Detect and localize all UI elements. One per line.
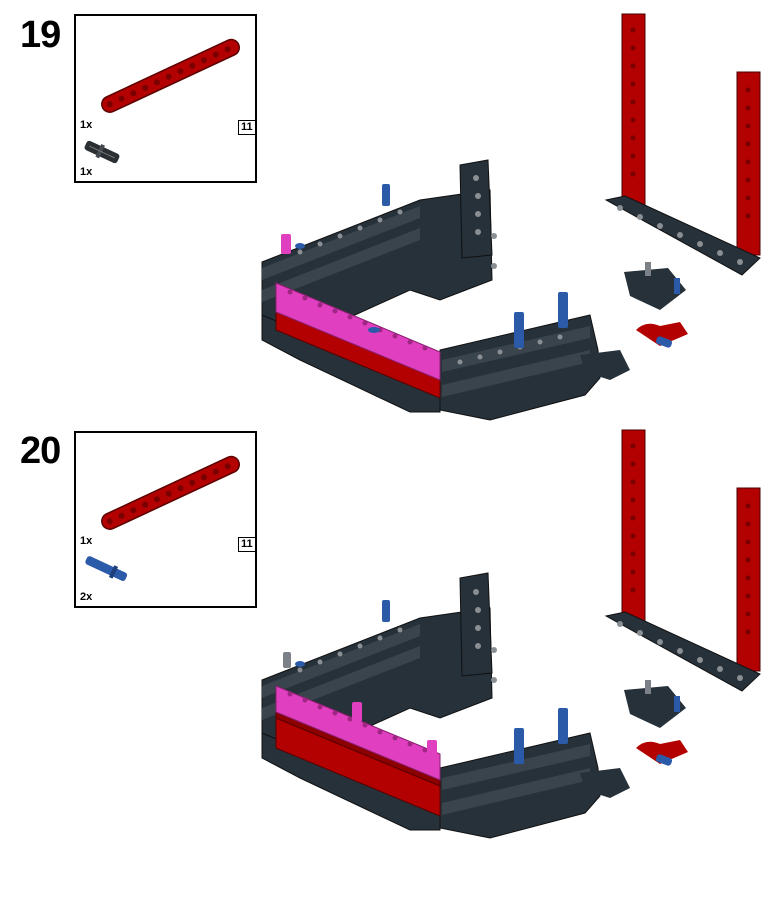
red-beam-11-icon: [101, 38, 241, 113]
blue-axle-pin-icon: [85, 556, 128, 581]
step-20: 20 1x 11 2x: [0, 418, 768, 848]
front-beams: [275, 685, 441, 817]
step-number: 19: [20, 14, 61, 56]
beam-length-badge: 11: [238, 537, 256, 552]
small-connectors: [624, 262, 688, 348]
red-upright-frame: [604, 13, 761, 276]
small-connectors: [624, 680, 688, 766]
parts-callout: 1x 11 1x: [74, 14, 257, 183]
dark-gray-pin-icon: [84, 140, 120, 164]
part-quantity: 2x: [80, 591, 93, 603]
part-quantity: 1x: [80, 535, 93, 547]
part-quantity: 1x: [80, 166, 93, 178]
red-upright-frame: [604, 429, 761, 692]
parts-callout: 1x 11 2x: [74, 431, 257, 608]
assembly-model: [261, 429, 761, 839]
step-number: 20: [20, 430, 61, 472]
pins: [281, 184, 568, 348]
beam-length-badge: 11: [238, 120, 256, 135]
pins: [283, 600, 568, 764]
base-frame: [261, 159, 630, 421]
red-beam-11-icon: [101, 455, 241, 530]
part-quantity: 1x: [80, 119, 93, 131]
base-frame: [261, 572, 630, 839]
step-19: 19 1x 11 1x: [0, 0, 768, 430]
front-beams: [275, 282, 441, 399]
assembly-model: [261, 13, 761, 421]
